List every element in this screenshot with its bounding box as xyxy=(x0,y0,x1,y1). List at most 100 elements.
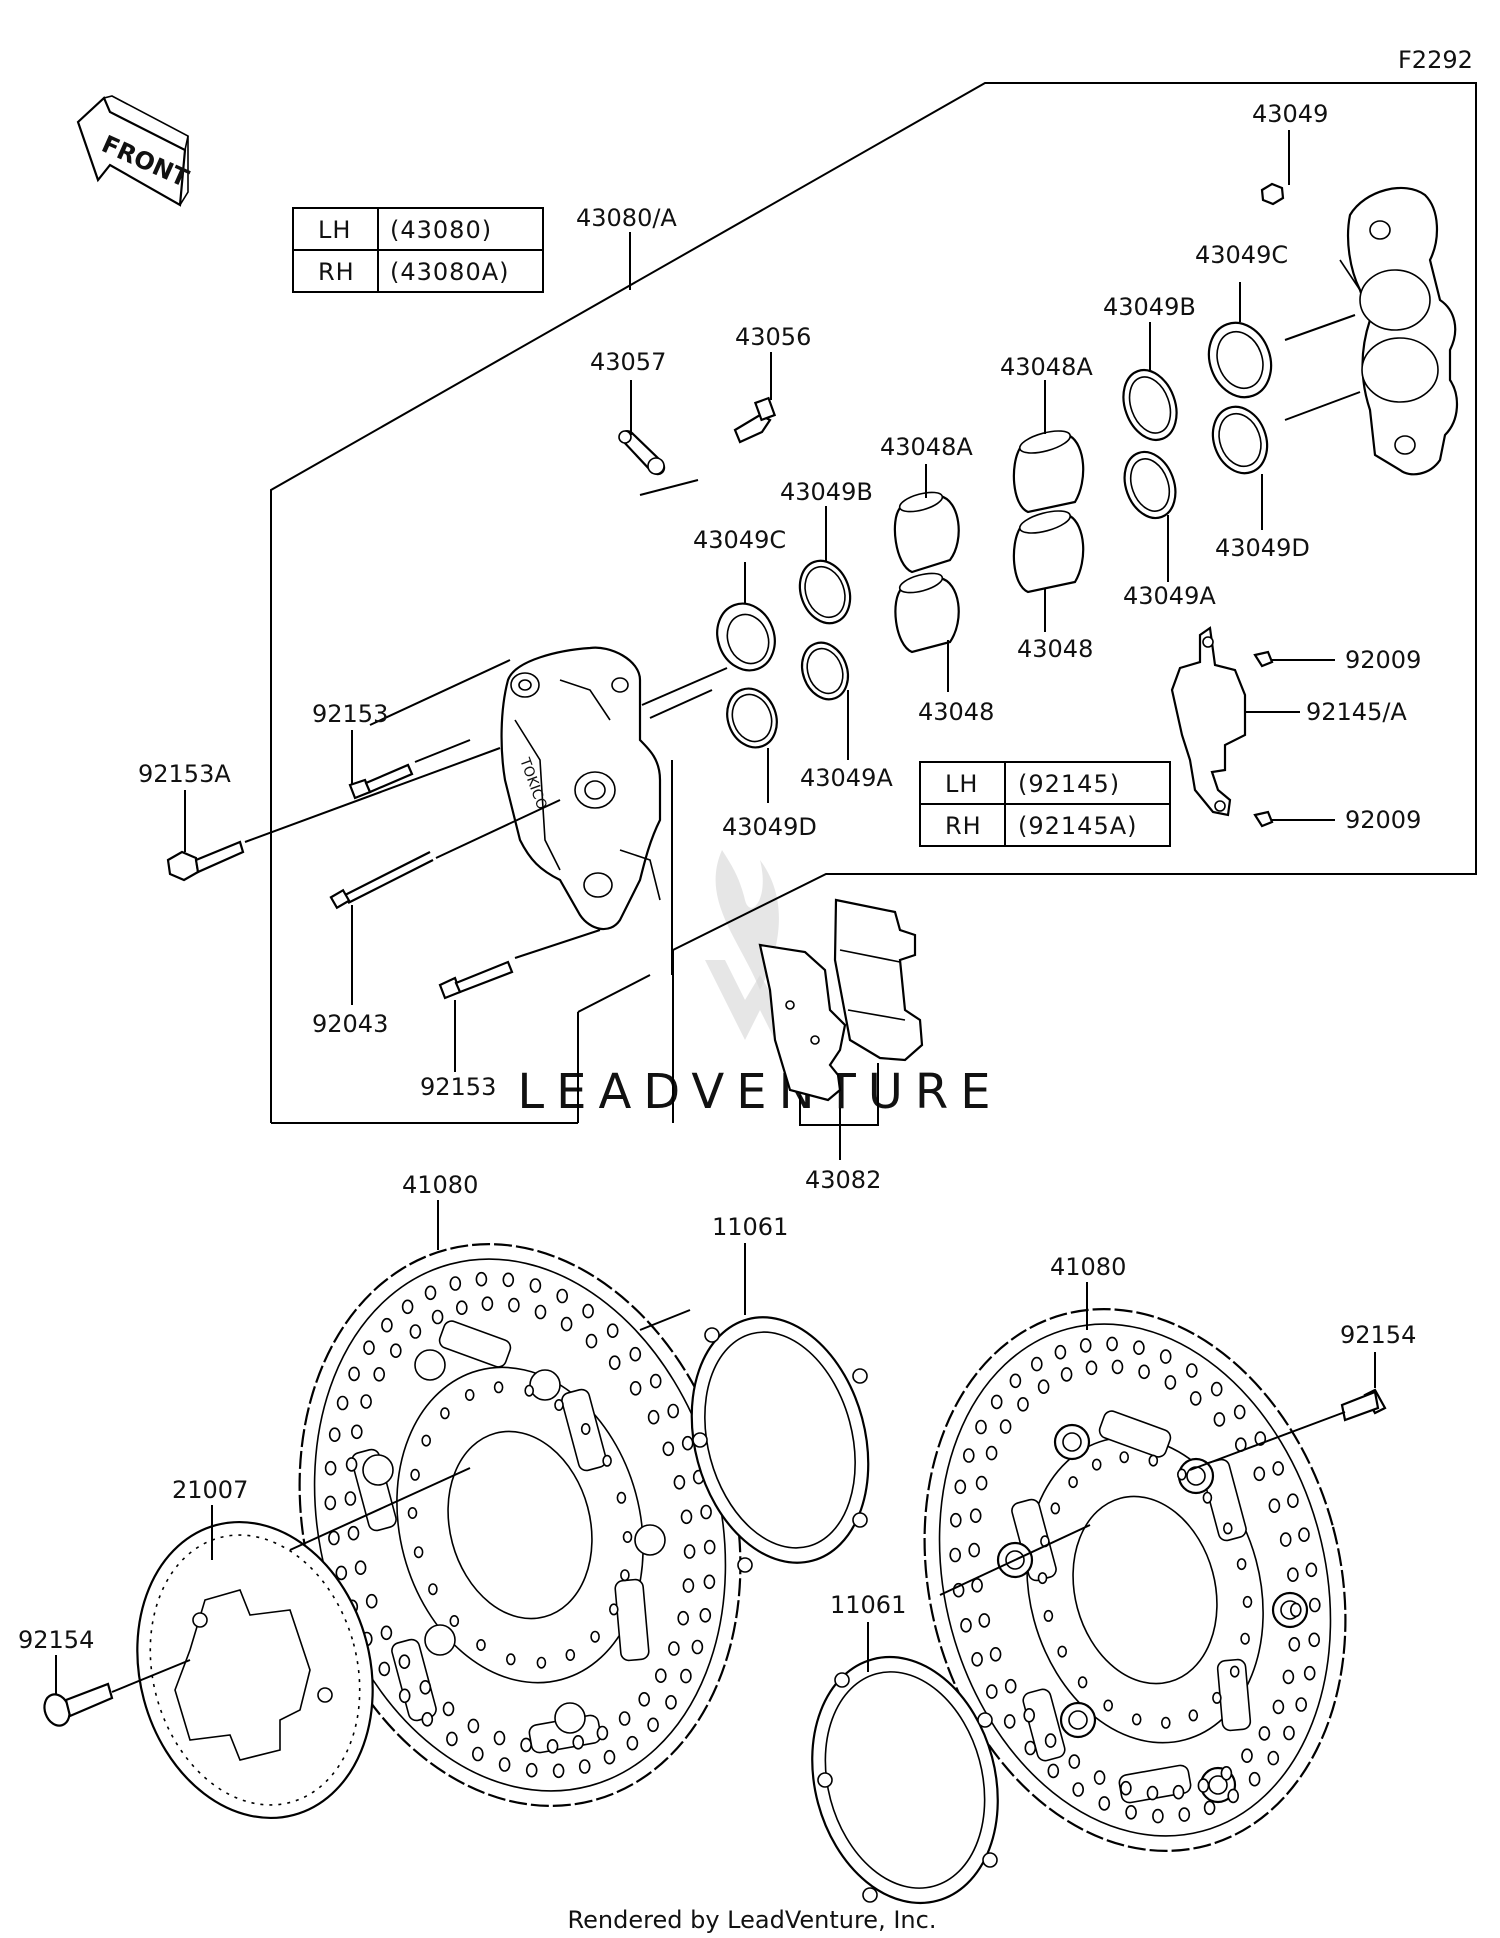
disc-vent-hole xyxy=(969,1508,982,1523)
disc-vent-hole xyxy=(1203,1800,1216,1816)
disc-vent-hole xyxy=(345,1457,358,1472)
disc-vent-hole xyxy=(431,1309,444,1325)
disc-vent-hole xyxy=(464,1389,475,1402)
disc-vent-hole xyxy=(421,1434,432,1447)
disc-vent-hole xyxy=(629,1381,642,1396)
disc-vent-hole xyxy=(622,1531,633,1544)
disc-vent-hole xyxy=(691,1639,704,1655)
label-43049b-mid: 43049B xyxy=(780,478,873,506)
disc-vent-hole xyxy=(1267,1750,1280,1766)
disc-vent-hole xyxy=(1148,1454,1159,1467)
disc-vent-hole xyxy=(1287,1493,1299,1508)
label-92154-left: 92154 xyxy=(18,1626,94,1654)
label-92009-top: 92009 xyxy=(1345,646,1421,674)
disc-vent-hole xyxy=(949,1547,962,1563)
disc-vent-hole xyxy=(520,1737,532,1753)
disc-vent-hole xyxy=(1288,1637,1301,1652)
disc-vent-hole xyxy=(467,1718,480,1734)
disc-vent-hole xyxy=(481,1296,494,1311)
disc-vent-hole xyxy=(324,1460,337,1476)
disc-vent-hole xyxy=(975,1475,988,1491)
disc-vent-hole xyxy=(1152,1808,1164,1824)
disc-vent-hole xyxy=(1227,1788,1239,1804)
disc-vent-hole xyxy=(596,1725,609,1741)
front-arrow: FRONT xyxy=(76,95,193,207)
disc-vent-hole xyxy=(354,1560,367,1575)
disc-vent-hole xyxy=(344,1491,357,1506)
disc-vent-hole xyxy=(647,1409,660,1425)
caliper-table-lh: LH xyxy=(318,216,351,244)
disc-vent-hole xyxy=(1178,1807,1191,1822)
disc-vent-hole xyxy=(389,1343,402,1358)
disc-vent-hole xyxy=(378,1661,391,1677)
disc-vent-hole xyxy=(381,1317,393,1333)
label-43082: 43082 xyxy=(805,1166,881,1194)
disc-vent-hole xyxy=(1077,1676,1088,1689)
disc-vent-hole xyxy=(534,1304,547,1320)
disc-vent-hole xyxy=(603,1749,616,1765)
label-43080: 43080/A xyxy=(576,204,677,232)
disc-vent-hole xyxy=(1283,1725,1295,1741)
disc-vent-hole xyxy=(699,1608,712,1623)
disc-vent-hole xyxy=(407,1507,418,1520)
disc-vent-hole xyxy=(350,1424,363,1440)
disc-vent-hole xyxy=(978,1613,991,1628)
disc-vent-hole xyxy=(999,1419,1012,1434)
disc-vent-hole xyxy=(1268,1498,1281,1513)
disc-vent-hole xyxy=(335,1565,348,1581)
disc-vent-hole xyxy=(1031,1356,1043,1372)
disc-vent-hole xyxy=(1308,1632,1320,1648)
disc-vent-hole xyxy=(556,1288,569,1304)
disc-vent-hole xyxy=(449,1615,460,1628)
disc-vent-hole xyxy=(618,1711,631,1726)
disc-vent-hole xyxy=(1186,1363,1198,1378)
label-43048a-right: 43048A xyxy=(1000,353,1093,381)
disc-vent-hole xyxy=(1233,1404,1246,1420)
disc-vent-hole xyxy=(1197,1778,1210,1793)
bolts xyxy=(43,763,1387,1727)
disc-vent-hole xyxy=(428,1583,438,1596)
disc-vent-hole xyxy=(971,1578,983,1593)
disc-vent-hole xyxy=(560,1316,573,1332)
disc-vent-hole xyxy=(1279,1532,1292,1547)
disc-vent-hole xyxy=(1295,1697,1307,1712)
disc-vent-hole xyxy=(1189,1391,1202,1406)
disc-vent-hole xyxy=(419,1680,432,1695)
watermark-text: LEADVENTURE xyxy=(517,1064,1002,1120)
disc-vent-hole xyxy=(590,1630,600,1643)
disc-vent-hole xyxy=(968,1542,981,1558)
disc-vent-hole xyxy=(328,1427,341,1442)
disc-vent-hole xyxy=(1068,1754,1081,1769)
disc-vent-hole xyxy=(1091,1458,1102,1471)
disc-vent-hole xyxy=(608,1603,619,1616)
disc-vent-hole xyxy=(554,1399,564,1412)
disc-vent-hole xyxy=(1037,1379,1050,1394)
disc-vent-hole xyxy=(373,1367,386,1382)
label-43048a-mid: 43048A xyxy=(880,433,973,461)
disc-vent-hole xyxy=(380,1625,393,1641)
disc-vent-hole xyxy=(536,1656,547,1669)
disc-vent-hole xyxy=(360,1394,372,1409)
disc-vent-hole xyxy=(677,1610,690,1626)
disc-vent-hole xyxy=(1003,1714,1016,1729)
disc-vent-hole xyxy=(1093,1770,1106,1785)
caliper-bracket xyxy=(1170,626,1274,828)
bracket-side-table: LH (92145) RH (92145A) xyxy=(919,761,1171,847)
disc-vent-hole xyxy=(990,1394,1003,1410)
disc-vent-hole xyxy=(1023,1708,1035,1723)
label-43049d-left: 43049D xyxy=(722,813,817,841)
label-21007: 21007 xyxy=(172,1476,248,1504)
disc-vent-hole xyxy=(1119,1451,1129,1464)
disc-vent-hole xyxy=(578,1759,591,1774)
label-41080-left: 41080 xyxy=(402,1171,478,1199)
disc-vent-hole xyxy=(1024,1740,1037,1756)
label-43048-right: 43048 xyxy=(1017,635,1093,663)
disc-vent-hole xyxy=(449,1276,462,1291)
disc-vent-hole xyxy=(525,1762,538,1778)
disc-vent-hole xyxy=(1287,1567,1299,1582)
disc-vent-hole xyxy=(616,1491,627,1504)
label-92043: 92043 xyxy=(312,1010,388,1038)
disc-vent-hole xyxy=(328,1530,340,1546)
disc-vent-hole xyxy=(682,1578,695,1593)
disc-vent-hole xyxy=(401,1299,414,1315)
